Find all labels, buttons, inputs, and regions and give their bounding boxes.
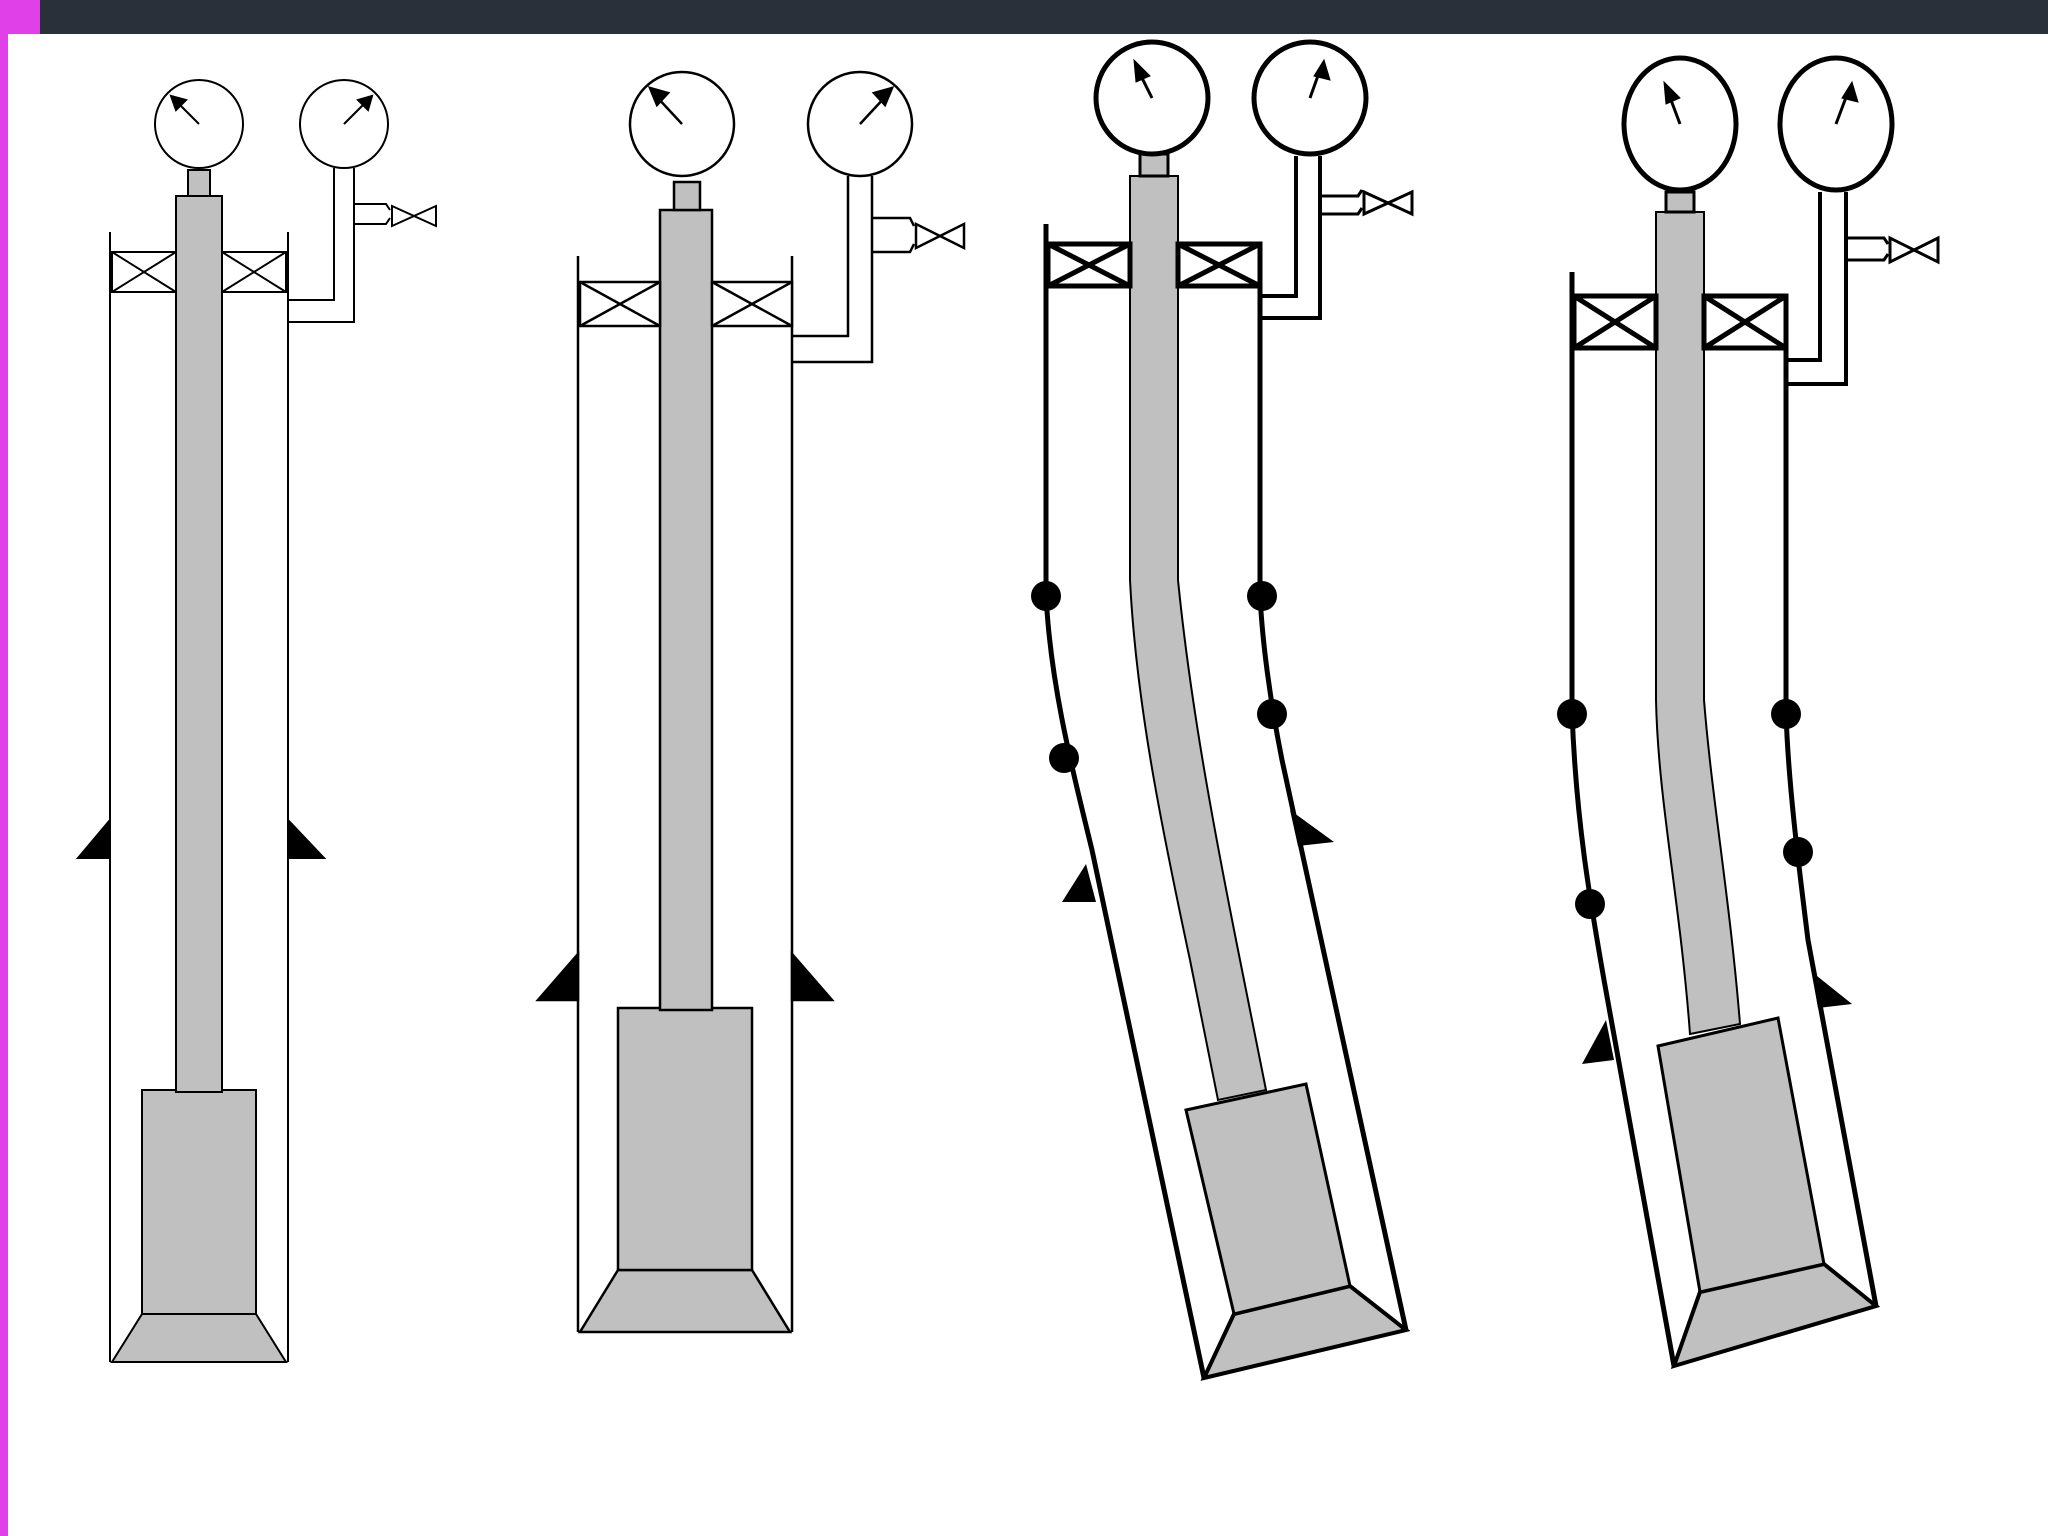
annulus-line: [1260, 156, 1322, 320]
wellbore-1: [75, 79, 437, 1363]
centralizer-icon: [790, 950, 835, 1002]
valve-icon: [1384, 189, 1414, 217]
centralizer-icon: [287, 817, 327, 859]
centralizer-icon: [1783, 837, 1813, 867]
annulus-line: [792, 176, 874, 364]
pressure-gauge-icon: [1093, 39, 1211, 157]
casing-right-wall: [1783, 350, 1879, 1307]
top-bar: [0, 0, 2048, 34]
valve-icon: [937, 221, 966, 251]
centralizer-icon: [1031, 581, 1061, 611]
pressure-gauge-icon: [1777, 55, 1895, 193]
annulus-line: [1786, 192, 1822, 362]
pressure-gauge-icon: [299, 79, 389, 169]
casing-shoe-icon: [577, 1268, 793, 1334]
centralizer-icon: [535, 950, 580, 1002]
centralizer-icon: [1582, 1020, 1614, 1064]
bleed-line: [354, 217, 391, 225]
bleed-line: [872, 216, 916, 227]
bleed-line: [354, 203, 391, 211]
annulus-line: [1786, 192, 1848, 386]
left-edge-accent: [0, 0, 8, 1536]
packer-icon: [1571, 293, 1789, 351]
annulus-line: [1260, 156, 1298, 298]
casing-shoe-icon: [110, 1313, 288, 1363]
wellhead-connector: [187, 169, 211, 197]
tubing: [1129, 175, 1268, 1102]
centralizer-icon: [1557, 699, 1587, 729]
centralizer-icon: [1290, 810, 1334, 846]
packer-icon: [1045, 241, 1263, 289]
valve-icon: [411, 204, 437, 228]
wellbore-2: [535, 70, 966, 1334]
valve-icon: [1910, 235, 1940, 265]
bleed-line: [1320, 207, 1364, 216]
valve-icon: [1888, 235, 1918, 265]
tubing: [175, 195, 223, 1093]
pressure-gauge-icon: [154, 79, 244, 169]
centralizer-icon: [1062, 864, 1096, 902]
casing-left-wall: [1569, 272, 1677, 1367]
centralizer-icon: [1247, 581, 1277, 611]
downhole-tool: [1184, 1082, 1352, 1316]
wellhead-connector: [1138, 152, 1170, 178]
valve-icon: [391, 204, 417, 228]
tubing: [1655, 211, 1742, 1036]
centralizer-icon: [1049, 743, 1079, 773]
packer-icon: [111, 251, 287, 293]
annulus-line: [288, 168, 355, 323]
bleed-line: [1846, 236, 1890, 245]
annulus-line: [792, 176, 850, 338]
downhole-tool: [1656, 1016, 1826, 1294]
centralizer-icon: [1257, 699, 1287, 729]
bleed-line: [1846, 253, 1890, 262]
casing-left-wall: [1043, 224, 1207, 1379]
annulus-line: [288, 168, 335, 301]
centralizer-icon: [75, 817, 111, 859]
tubing: [658, 208, 714, 1012]
valve-icon: [914, 221, 943, 251]
pressure-gauge-icon: [1621, 55, 1739, 193]
bleed-line: [1320, 189, 1364, 198]
bleed-line: [872, 243, 916, 254]
valve-icon: [1362, 189, 1392, 217]
pressure-gauge-icon: [806, 70, 914, 178]
wellbore-4: [1557, 55, 1940, 1370]
wellhead-connector: [1664, 190, 1696, 214]
pressure-gauge-icon: [1251, 39, 1369, 157]
corner-accent: [0, 0, 40, 34]
downhole-tool: [141, 1089, 257, 1315]
centralizer-icon: [1575, 889, 1605, 919]
centralizer-icon: [1771, 699, 1801, 729]
pressure-gauge-icon: [628, 70, 736, 178]
packer-icon: [578, 280, 794, 328]
wellhead-connector: [672, 180, 702, 212]
wellbore-3: [1031, 39, 1414, 1381]
centralizer-icon: [1812, 972, 1852, 1008]
downhole-tool: [616, 1006, 754, 1272]
